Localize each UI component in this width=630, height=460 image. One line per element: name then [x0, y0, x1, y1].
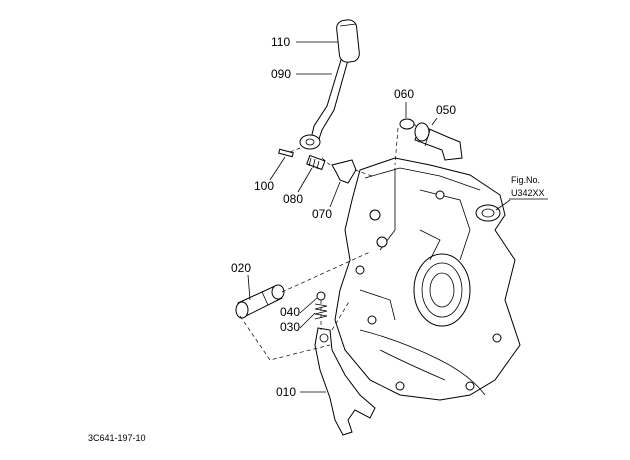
leader-lines: [247, 41, 511, 393]
shaft-050: [414, 122, 463, 161]
housing: [334, 157, 521, 401]
label-020: 020: [231, 261, 251, 275]
assembly-line: [281, 251, 371, 293]
label-040: 040: [280, 305, 300, 319]
ball-040: [316, 291, 326, 301]
label-030: 030: [280, 320, 300, 334]
label-100: 100: [254, 179, 274, 193]
shift-lever: [299, 19, 360, 150]
shaft-020: [235, 284, 285, 319]
label-080: 080: [283, 192, 303, 206]
fig-number: U342XX: [511, 188, 545, 198]
label-010: 010: [276, 385, 296, 399]
assembly-line: [239, 315, 331, 361]
assembly-line: [289, 147, 301, 153]
assembly-line: [321, 157, 331, 166]
label-070: 070: [312, 207, 332, 221]
o-ring-060: [399, 118, 415, 130]
label-060: 060: [394, 87, 414, 101]
assembly-line: [354, 169, 373, 177]
fig-label: Fig.No.: [511, 175, 540, 185]
bolt-080: [306, 154, 326, 171]
spring-030: [314, 303, 328, 320]
assembly-line: [413, 123, 419, 129]
label-110: 110: [271, 35, 290, 49]
pin-100: [278, 148, 294, 158]
label-090: 090: [271, 67, 291, 81]
arm-070: [331, 159, 357, 184]
shift-fork-010: [314, 327, 376, 436]
assembly-line: [394, 127, 399, 166]
label-050: 050: [436, 103, 456, 117]
drawing-code: 3C641-197-10: [88, 433, 146, 443]
assembly-line: [331, 299, 351, 331]
